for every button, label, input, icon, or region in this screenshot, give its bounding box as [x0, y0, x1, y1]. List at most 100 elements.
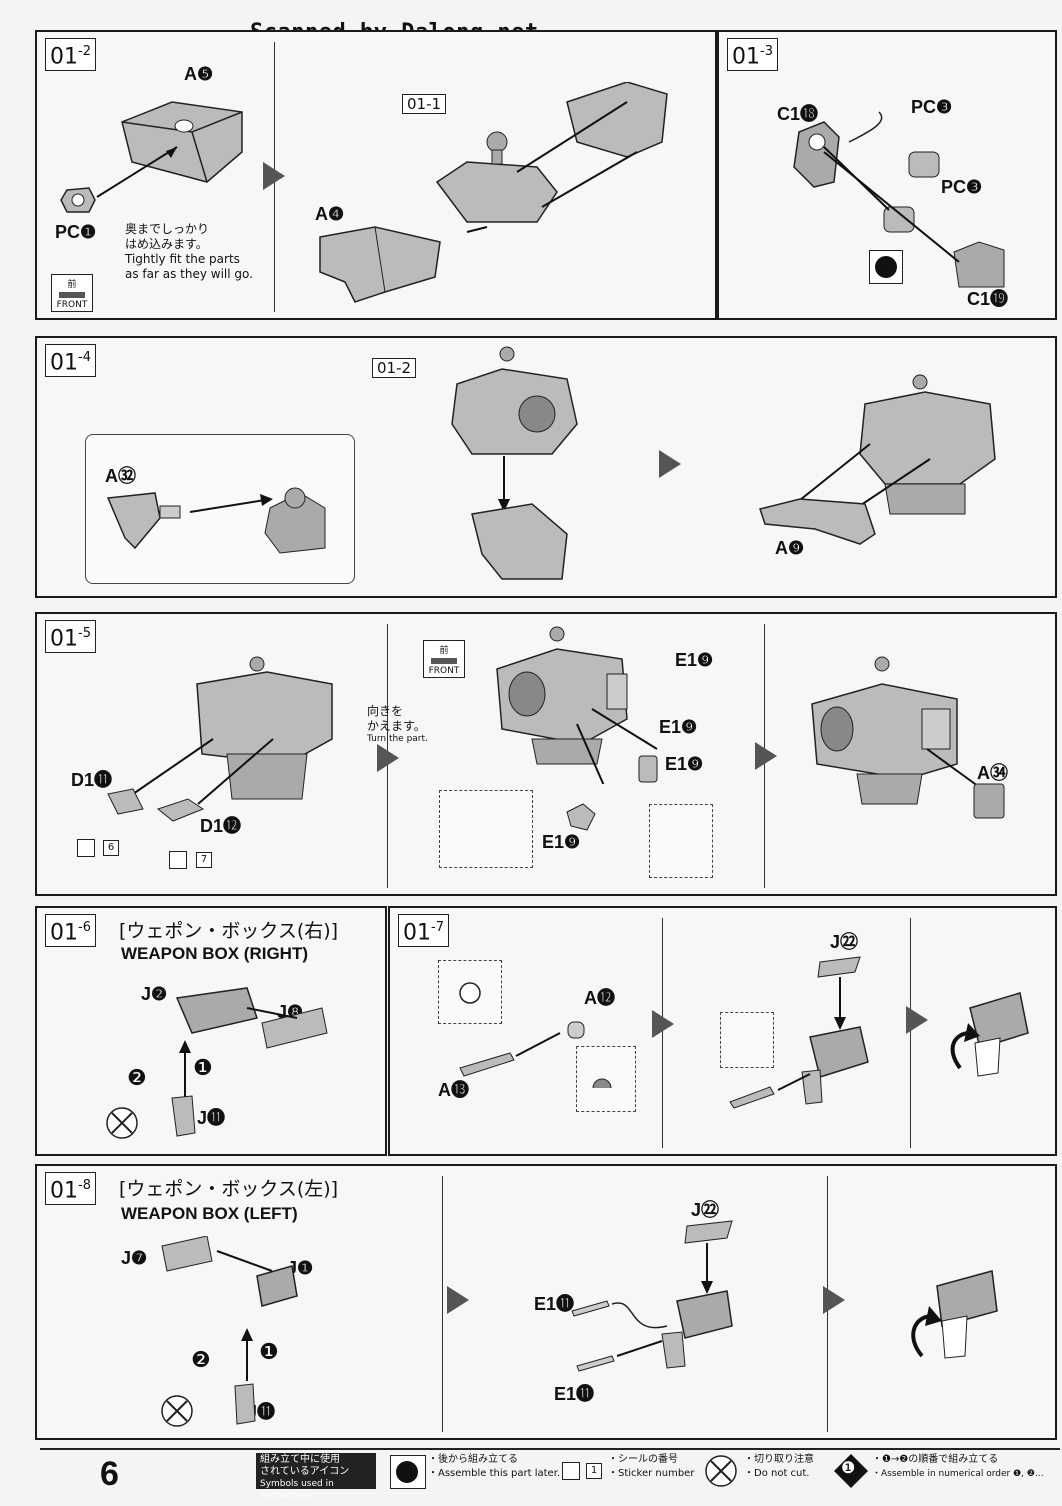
step-01-3-panel: 01-3 C1⓲ PC❸ PC❸ C1⓳ [717, 30, 1057, 320]
legend-do-not-cut: ・切り取り注意 ・Do not cut. [744, 1453, 814, 1481]
part-pc1-drawing [60, 187, 96, 213]
assembly-core-drawing [451, 346, 578, 580]
label-d1-11: D1⓫ [71, 770, 113, 790]
assembly-core-drawing [196, 656, 333, 800]
step-01-8-panel: 01-8 [ウェポン・ボックス(左)] WEAPON BOX (LEFT) J❼… [35, 1164, 1057, 1440]
front-badge: 前 FRONT [51, 274, 93, 312]
step-number: 01-7 [398, 914, 449, 948]
front-arrow-icon [431, 658, 457, 664]
turn-note-en: Turn the part. [367, 734, 428, 744]
weapon-box-assembly-drawing [729, 956, 869, 1109]
assembly-core-drawing [435, 82, 668, 233]
label-a34: A㉞ [977, 763, 1008, 783]
label-j11: J⓫ [197, 1108, 226, 1128]
step-number: 01-2 [45, 38, 96, 72]
footer-rule [40, 1448, 1060, 1450]
weapon-box-rotate-drawing [911, 1270, 998, 1359]
sticker-icon [77, 839, 95, 857]
label-e1-11-a: E1⓫ [534, 1294, 575, 1314]
label-pc3-a: PC❸ [911, 97, 953, 117]
legend-sticker-box: 1 [586, 1463, 602, 1479]
assembled-result-drawing [811, 656, 983, 805]
legend-nocut-jp: ・切り取り注意 [744, 1454, 814, 1465]
step-number: 01-3 [727, 38, 778, 72]
label-j22: J㉒ [830, 932, 859, 952]
do-not-cut-icon [705, 1455, 737, 1487]
front-jp: 前 [439, 646, 449, 656]
step-01-4-panel: 01-4 01-2 A㉜ A❾ [35, 336, 1057, 598]
legend-nocut-en: ・Do not cut. [744, 1468, 810, 1479]
label-e1-9-d: E1❾ [542, 832, 581, 852]
next-arrow-icon [906, 1006, 928, 1034]
numerical-order-icon [834, 1454, 868, 1488]
parts-d1-drawing [107, 738, 274, 822]
ref-01-1: 01-1 [402, 94, 447, 114]
label-a13: A⓭ [438, 1080, 469, 1100]
label-c1-18: C1⓲ [777, 104, 819, 124]
page-number: 6 [100, 1455, 119, 1493]
label-a5: A❺ [184, 64, 214, 84]
detail-inset [720, 1012, 774, 1068]
parts-a12-a13-drawing [459, 982, 612, 1088]
next-arrow-icon [659, 450, 681, 478]
sticker-7: 7 [196, 852, 212, 868]
detail-inset [576, 1046, 636, 1112]
label-a32: A㉜ [105, 466, 136, 486]
label-e1-9-c: E1❾ [665, 754, 704, 774]
section-title-jp: [ウェポン・ボックス(右)] [119, 920, 339, 942]
assemble-later-icon [390, 1455, 426, 1489]
next-arrow-icon [377, 744, 399, 772]
assembly-front-drawing [496, 626, 658, 784]
detail-inset [649, 804, 713, 878]
sticker-icon [562, 1462, 580, 1480]
weapon-box-assembly-drawing [571, 1220, 733, 1372]
part-e1-9-drawing [566, 803, 596, 831]
part-a4-drawing [319, 226, 441, 303]
insert-arrow-icon [96, 146, 178, 198]
next-arrow-icon [447, 1286, 469, 1314]
label-pc1: PC❶ [55, 222, 97, 242]
part-e1-9-drawing [638, 755, 658, 783]
next-arrow-icon [823, 1286, 845, 1314]
note-en: Tightly fit the parts as far as they wil… [125, 252, 253, 281]
legend-later-jp: ・後から組み立てる [428, 1454, 518, 1465]
label-e1-9-a: E1❾ [675, 650, 714, 670]
legend-numerical-order: ・❶→❷の順番で組み立てる ・Assemble in numerical ord… [872, 1453, 1058, 1481]
ref-01-2: 01-2 [372, 358, 417, 378]
label-j2: J❷ [141, 984, 168, 1004]
legend-order-jp: ・❶→❷の順番で組み立てる [872, 1454, 999, 1465]
section-title-en: WEAPON BOX (LEFT) [121, 1204, 298, 1223]
legend-heading-jp: 組み立て中に使用 されているアイコン [260, 1454, 350, 1477]
turn-note-jp: 向きを かえます。 [367, 704, 426, 733]
label-a9: A❾ [775, 538, 805, 558]
step-01-6-panel: 01-6 [ウェポン・ボックス(右)] WEAPON BOX (RIGHT) J… [35, 906, 387, 1156]
step-01-5-panel: 01-5 D1⓫ D1⓬ 6 7 向きを かえます。 Turn the part… [35, 612, 1057, 896]
divider [442, 1176, 443, 1432]
numerical-order-badge: ❶ [841, 1458, 856, 1477]
front-jp: 前 [67, 280, 77, 290]
step-01-2-panel: 01-2 A❺ PC❶ 奥までしっかり はめ込みます。 Tightly fit … [35, 30, 717, 320]
legend-later-en: ・Assemble this part later. [428, 1468, 561, 1479]
label-pc3-b: PC❸ [941, 177, 983, 197]
assembled-result-drawing [759, 374, 996, 545]
detail-inset [439, 790, 533, 868]
legend-sticker-en: ・Sticker number [608, 1468, 695, 1479]
front-en: FRONT [428, 666, 460, 676]
step-number: 01-5 [45, 620, 96, 654]
legend-sticker-jp: ・シールの番号 [608, 1454, 678, 1465]
step-number: 01-4 [45, 344, 96, 378]
sticker-icon [169, 851, 187, 869]
assemble-later-icon [869, 250, 903, 284]
label-a12: A⓬ [584, 988, 615, 1008]
next-arrow-icon [755, 742, 777, 770]
order-badge-1: ❶ [193, 1056, 213, 1081]
part-a34-drawing [973, 783, 1005, 819]
step-number: 01-6 [45, 914, 96, 948]
weapon-box-rotate-drawing [950, 992, 1029, 1077]
order-badge-2: ❷ [127, 1066, 147, 1091]
section-title-jp: [ウェポン・ボックス(左)] [119, 1178, 339, 1200]
front-en: FRONT [56, 300, 88, 310]
part-a32-drawing [106, 487, 326, 554]
order-badge-2: ❷ [191, 1348, 211, 1373]
legend-assemble-later: ・後から組み立てる ・Assemble this part later. [428, 1453, 560, 1481]
